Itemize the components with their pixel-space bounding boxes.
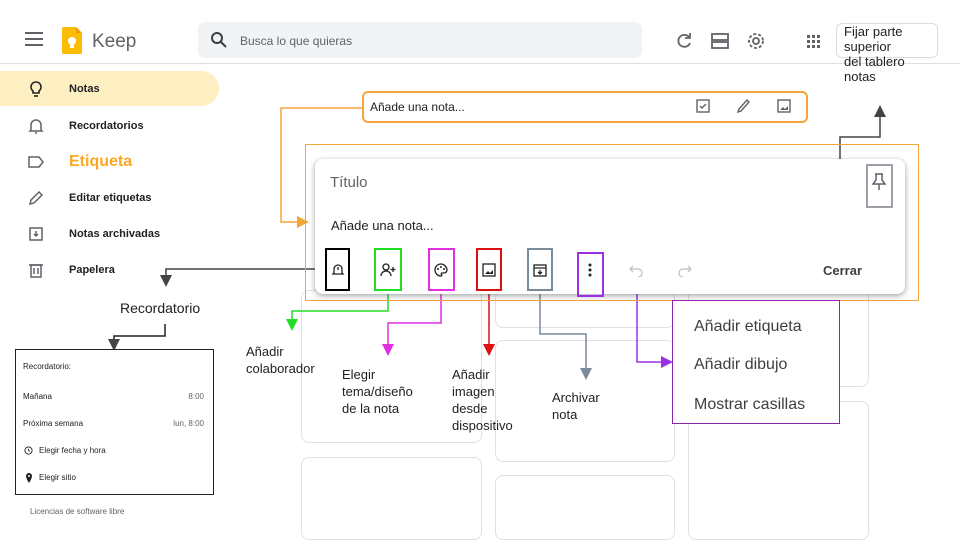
- undo-icon[interactable]: [628, 263, 644, 277]
- reminder-next-week-time: lun, 8:00: [173, 419, 204, 428]
- callout-image: Añadir imagen desde dispositivo: [452, 367, 513, 433]
- theme-highlight-box: [428, 248, 455, 291]
- archive-icon[interactable]: [26, 224, 46, 244]
- palette-icon[interactable]: [433, 262, 449, 278]
- app-name[interactable]: Keep: [92, 31, 137, 52]
- clock-icon: [24, 446, 33, 455]
- reminder-popup-title: Recordatorio:: [23, 362, 72, 371]
- sidebar-active-highlight: [0, 71, 219, 106]
- list-view-icon[interactable]: [710, 31, 730, 51]
- more-highlight-box: [577, 252, 604, 297]
- reminder-tomorrow-time: 8:00: [188, 392, 204, 401]
- trash-icon[interactable]: [26, 260, 46, 280]
- callout-reminder: Recordatorio: [120, 300, 201, 316]
- location-pin-icon: [25, 473, 33, 483]
- label-icon[interactable]: [26, 152, 46, 172]
- more-options-menu: [672, 300, 840, 424]
- add-reminder-icon[interactable]: [331, 262, 345, 278]
- close-button[interactable]: Cerrar: [823, 263, 863, 278]
- sidebar-item-editar-etiquetas[interactable]: Editar etiquetas: [69, 192, 152, 204]
- archive-note-icon[interactable]: [532, 262, 548, 278]
- sidebar-item-notas[interactable]: Notas: [69, 83, 100, 95]
- bell-icon[interactable]: [26, 116, 46, 136]
- settings-icon[interactable]: [746, 31, 766, 51]
- search-bar[interactable]: Busca lo que quieras: [198, 22, 642, 58]
- search-icon[interactable]: [210, 31, 228, 49]
- menu-icon[interactable]: [22, 27, 46, 51]
- reminder-option-next-week[interactable]: Próxima semana: [23, 419, 84, 428]
- archive-highlight-box: [527, 248, 553, 291]
- callout-theme: Elegir tema/diseño de la nota: [342, 367, 413, 416]
- sidebar-item-etiqueta[interactable]: Etiqueta: [69, 153, 133, 170]
- image-icon[interactable]: [776, 98, 792, 114]
- pin-highlight-box: [866, 164, 893, 208]
- refresh-icon[interactable]: [674, 31, 694, 51]
- menu-item-add-label[interactable]: Añadir etiqueta: [694, 318, 802, 335]
- keep-logo-icon[interactable]: [62, 27, 82, 54]
- reminder-highlight-box: [325, 248, 350, 291]
- reminder-option-pick-place[interactable]: Elegir sitio: [39, 473, 76, 482]
- pin-tooltip-box: [836, 23, 938, 58]
- expanded-note: [315, 159, 905, 294]
- sidebar-item-notas-archivadas[interactable]: Notas archivadas: [69, 228, 161, 240]
- menu-item-show-checkboxes[interactable]: Mostrar casillas: [694, 396, 806, 413]
- note-body-input[interactable]: Añade una nota...: [331, 218, 434, 233]
- note-card[interactable]: [495, 340, 675, 462]
- reminder-popup: [15, 349, 214, 495]
- expanded-note-highlight: [305, 144, 919, 301]
- add-image-icon[interactable]: [481, 262, 497, 278]
- callout-collaborator: Añadir colaborador: [246, 344, 315, 376]
- apps-grid-icon[interactable]: [803, 31, 823, 51]
- note-card[interactable]: [301, 457, 482, 540]
- pin-icon[interactable]: [871, 172, 887, 192]
- menu-item-add-drawing[interactable]: Añadir dibujo: [694, 356, 788, 373]
- take-note-bar[interactable]: [362, 91, 808, 123]
- add-collaborator-icon[interactable]: [380, 262, 396, 278]
- note-title-input[interactable]: Título: [330, 174, 368, 191]
- sidebar-item-recordatorios[interactable]: Recordatorios: [69, 120, 144, 132]
- sidebar-item-papelera[interactable]: Papelera: [69, 264, 115, 276]
- more-options-icon[interactable]: [583, 262, 597, 278]
- lightbulb-icon[interactable]: [26, 80, 46, 100]
- checkbox-icon[interactable]: [695, 98, 711, 114]
- collaborator-highlight-box: [374, 248, 402, 291]
- pin-tooltip-text: Fijar parte superior del tablero notas: [844, 24, 905, 84]
- top-app-bar: [0, 0, 960, 64]
- image-highlight-box: [476, 248, 502, 291]
- reminder-option-tomorrow[interactable]: Mañana: [23, 392, 52, 401]
- callout-archive: Archivar nota: [552, 390, 600, 422]
- brush-icon[interactable]: [735, 98, 751, 114]
- redo-icon[interactable]: [677, 263, 693, 277]
- reminder-option-pick-date[interactable]: Elegir fecha y hora: [39, 446, 106, 455]
- take-note-input[interactable]: Añade una nota...: [370, 100, 465, 114]
- pencil-icon[interactable]: [26, 188, 46, 208]
- search-input[interactable]: Busca lo que quieras: [240, 34, 353, 48]
- open-source-licenses-link[interactable]: Licencias de software libre: [30, 507, 125, 516]
